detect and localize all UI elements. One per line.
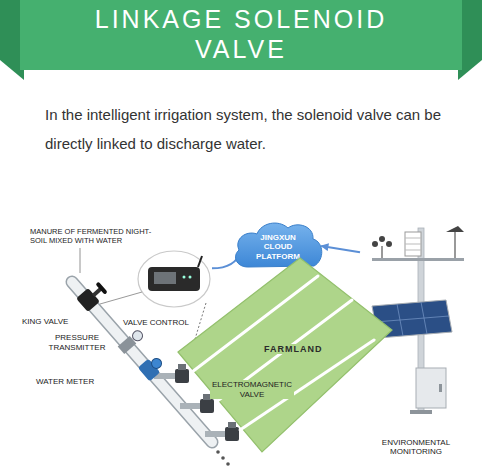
transmitter-gauge (130, 329, 144, 343)
continuation-dot (216, 450, 220, 454)
louver-line (405, 244, 421, 245)
part-label: WATER METER (36, 377, 94, 387)
cloud-link-arrow (321, 246, 360, 252)
field-outline (178, 258, 392, 452)
panel-grid (375, 316, 449, 322)
anemometer-cup (379, 236, 385, 242)
part-label: ELECTROMAGNETIC VALVE (210, 380, 294, 399)
field-shape (178, 258, 392, 452)
water-meter (138, 353, 166, 381)
controller-bubble (138, 251, 210, 307)
pressure-transmitter (118, 329, 145, 354)
electromagnetic-valve (175, 364, 189, 383)
farmland-node: FARMLAND (178, 258, 392, 452)
valve-coil (178, 364, 186, 370)
node-text: VALVE CONTROL (123, 318, 189, 327)
king-valve (76, 280, 109, 312)
louver-line (405, 238, 421, 239)
meter-dial (149, 356, 163, 370)
wind-vane-mast (454, 232, 455, 258)
cloud-node: JINGXUN CLOUD PLATFORM (232, 220, 324, 270)
continuation-dot (221, 456, 225, 460)
louver-line (405, 250, 421, 251)
control-cabinet (416, 368, 446, 408)
anemometer-mast (381, 246, 382, 258)
controller-node: VALVE CONTROL (120, 258, 212, 332)
station-base (410, 410, 432, 414)
controller-antenna (198, 256, 202, 267)
station-crossarm (372, 258, 464, 261)
station-node: ENVIRONMENTAL MONITORING (360, 212, 474, 464)
part-label: MANURE OF FERMENTED NIGHT-SOIL MIXED WIT… (30, 227, 168, 245)
controller-led (189, 276, 192, 279)
controller-screen (154, 272, 176, 284)
louver-box (405, 232, 421, 256)
valve-body (200, 399, 214, 413)
leader-line (80, 248, 81, 273)
irrigation-pipe (192, 276, 318, 372)
node-text: FARMLAND (262, 344, 325, 354)
controller-device (148, 267, 200, 291)
electromagnetic-valve (225, 422, 239, 441)
cabinet-handle (439, 384, 442, 392)
title-text: LINKAGE SOLENOID VALVE (61, 4, 421, 64)
valve-body (175, 369, 189, 383)
node-text: JINGXUN CLOUD PLATFORM (246, 233, 310, 261)
valve-body (225, 427, 239, 441)
anemometer-cup (386, 241, 392, 247)
part-label: KING VALVE (22, 317, 68, 327)
anemometer-cup (372, 241, 378, 247)
part-label: PRESSURE TRANSMITTER (44, 333, 110, 352)
continuation-dot (226, 462, 230, 466)
node-text: ENVIRONMENTAL MONITORING (360, 438, 472, 456)
valve-wheel (95, 282, 107, 295)
leader-line (100, 292, 142, 304)
controller-led (183, 276, 186, 279)
intro-text: In the intelligent irrigation system, th… (45, 100, 477, 158)
cloud-outline (236, 223, 322, 267)
wind-vane (446, 226, 464, 232)
valve-coil (228, 422, 236, 428)
title-banner (20, 0, 462, 70)
